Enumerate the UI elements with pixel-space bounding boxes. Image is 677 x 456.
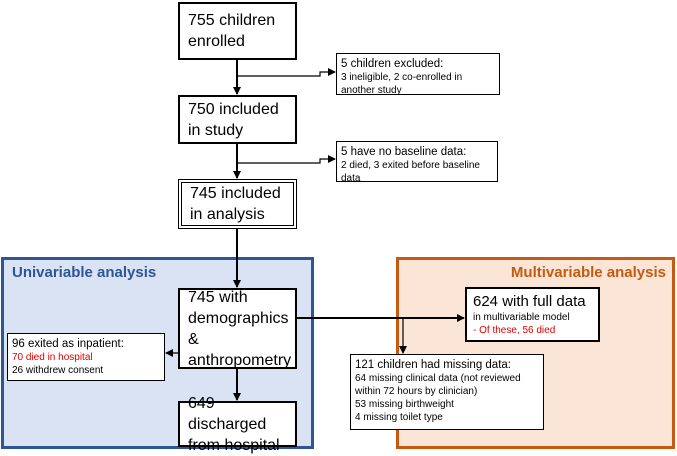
box-discharged: 649 discharged from hospital (178, 395, 297, 454)
note-no-baseline-detail: 2 died, 3 exited before baseline data (341, 160, 480, 184)
box-included-analysis: 745 included in analysis (178, 179, 297, 229)
univariable-title: Univariable analysis (12, 264, 157, 281)
note-excluded-detail: 3 ineligible, 2 co-enrolled in another s… (341, 72, 463, 96)
arrow-to-no-baseline (237, 155, 336, 164)
note-inpatient-died: 70 died in hospital (12, 352, 93, 363)
note-excluded: 5 children excluded: 3 ineligible, 2 co-… (336, 53, 500, 96)
note-missing-title: 121 children had missing data: (355, 359, 511, 371)
note-missing-item: 64 missing clinical data (not reviewed w… (355, 373, 521, 397)
box-discharged-text: 649 discharged from hospital (188, 394, 280, 454)
full-data-note: - Of these, 56 died (473, 325, 556, 336)
note-inpatient: 96 exited as inpatient: 70 died in hospi… (7, 333, 165, 381)
note-inpatient-withdrew: 26 withdrew consent (12, 365, 104, 376)
note-no-baseline-title: 5 have no baseline data: (341, 146, 467, 158)
box-enrolled-text: 755 children enrolled (188, 12, 276, 50)
note-missing: 121 children had missing data: 64 missin… (350, 354, 544, 430)
note-missing-item: 4 missing toilet type (355, 412, 443, 423)
box-included-study-text: 750 included in study (188, 100, 279, 139)
box-demographics-text: 745 with demographics & anthropometry (188, 288, 292, 369)
box-included-study: 750 included in study (178, 95, 297, 144)
note-missing-item: 53 missing birthweight (355, 399, 454, 410)
box-included-analysis-text: 745 included in analysis (190, 185, 281, 223)
full-data-sub: in multivariable model (473, 312, 570, 323)
note-excluded-title: 5 children excluded: (341, 58, 444, 70)
multivariable-title: Multivariable analysis (510, 264, 666, 281)
arrow-to-excluded (237, 68, 336, 77)
box-enrolled: 755 children enrolled (178, 2, 297, 60)
full-data-title: 624 with full data (473, 293, 586, 310)
note-inpatient-title: 96 exited as inpatient: (12, 338, 124, 350)
note-no-baseline: 5 have no baseline data: 2 died, 3 exite… (336, 141, 498, 184)
box-full-data: 624 with full data in multivariable mode… (465, 287, 600, 342)
box-demographics: 745 with demographics & anthropometry (178, 288, 297, 369)
